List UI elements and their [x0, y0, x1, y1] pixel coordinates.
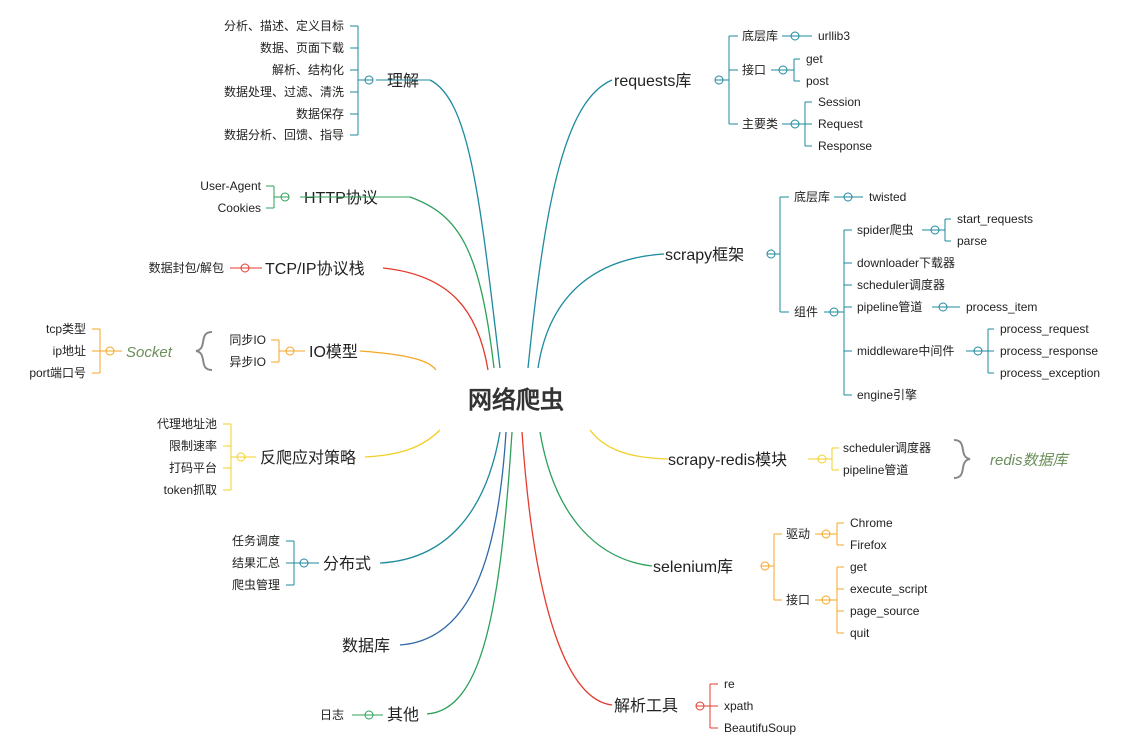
topic-selenium[interactable]: selenium库 — [653, 558, 733, 576]
leaf[interactable]: parse — [957, 234, 987, 248]
topic-redis[interactable]: scrapy-redis模块 — [668, 451, 787, 469]
leaf[interactable]: User-Agent — [200, 179, 261, 193]
group-label[interactable]: 主要类 — [742, 117, 778, 131]
leaf[interactable]: Chrome — [850, 516, 893, 530]
leaf[interactable]: engine引擎 — [857, 387, 917, 402]
leaf[interactable]: Session — [818, 95, 861, 109]
leaf[interactable]: Firefox — [850, 538, 887, 552]
leaf[interactable]: BeautifuSoup — [724, 721, 796, 735]
topic-db[interactable]: 数据库 — [342, 637, 390, 655]
leaf[interactable]: 解析、结构化 — [272, 62, 344, 77]
topic-requests[interactable]: requests库 — [614, 72, 691, 90]
branch-understand — [429, 79, 501, 369]
leaf[interactable]: post — [806, 74, 829, 88]
leaf[interactable]: 数据分析、回馈、指导 — [224, 127, 344, 142]
branch-parse — [521, 431, 613, 706]
center-topic[interactable]: 网络爬虫 — [468, 386, 564, 414]
leaf[interactable]: token抓取 — [164, 483, 217, 497]
leaf[interactable]: twisted — [869, 190, 906, 204]
branch-scrapy — [537, 253, 665, 369]
leaf[interactable]: 数据、页面下载 — [260, 40, 344, 55]
leaf[interactable]: scheduler调度器 — [857, 277, 945, 292]
topic-understand[interactable]: 理解 — [387, 72, 419, 90]
leaf[interactable]: quit — [850, 626, 870, 640]
leaf[interactable]: 数据封包/解包 — [149, 260, 224, 275]
topic-dist[interactable]: 分布式 — [323, 555, 371, 573]
leaf[interactable]: 数据处理、过滤、清洗 — [224, 84, 344, 99]
leaf[interactable]: ip地址 — [53, 344, 86, 358]
topic-parse[interactable]: 解析工具 — [614, 697, 678, 715]
leaf[interactable]: spider爬虫 — [857, 223, 914, 237]
leaf[interactable]: Response — [818, 139, 872, 153]
leaf[interactable]: start_requests — [957, 212, 1033, 226]
leaf[interactable]: process_request — [1000, 322, 1089, 336]
leaf[interactable]: 日志 — [320, 708, 344, 722]
leaf[interactable]: 数据保存 — [296, 106, 344, 121]
branch-io — [359, 350, 437, 371]
leaf[interactable]: get — [850, 560, 867, 574]
leaf[interactable]: 异步IO — [229, 355, 266, 369]
topic-io[interactable]: IO模型 — [309, 343, 358, 361]
brace-note-redis[interactable]: redis数据库 — [990, 452, 1071, 469]
branch-selenium — [539, 431, 653, 567]
leaf[interactable]: xpath — [724, 699, 753, 713]
topic-anti[interactable]: 反爬应对策略 — [260, 448, 356, 467]
branch-other — [426, 431, 513, 715]
leaf[interactable]: 同步IO — [229, 333, 266, 347]
leaf[interactable]: Cookies — [218, 201, 261, 215]
leaf[interactable]: 打码平台 — [169, 460, 217, 475]
leaf[interactable]: port端口号 — [29, 366, 86, 380]
topic-tcp[interactable]: TCP/IP协议栈 — [265, 260, 365, 278]
leaf[interactable]: scheduler调度器 — [843, 440, 931, 455]
leaf[interactable]: process_item — [966, 300, 1037, 314]
leaf[interactable]: tcp类型 — [46, 322, 86, 336]
leaf[interactable]: pipeline管道 — [843, 462, 908, 477]
leaf[interactable]: 爬虫管理 — [232, 577, 280, 592]
group-label[interactable]: 底层库 — [742, 28, 778, 43]
leaf[interactable]: 代理地址池 — [157, 417, 217, 431]
leaf[interactable]: page_source — [850, 604, 920, 618]
brace-icon — [953, 439, 971, 479]
leaf[interactable]: downloader下载器 — [857, 256, 955, 270]
group-label[interactable]: 驱动 — [786, 527, 810, 541]
leaf[interactable]: 任务调度 — [232, 533, 280, 548]
group-label[interactable]: 底层库 — [794, 189, 830, 204]
group-label[interactable]: 接口 — [786, 592, 810, 607]
leaf[interactable]: 结果汇总 — [232, 556, 280, 570]
topic-other[interactable]: 其他 — [387, 706, 419, 724]
group-label[interactable]: 接口 — [742, 62, 766, 77]
group-label[interactable]: 组件 — [794, 305, 818, 319]
leaf[interactable]: 限制速率 — [169, 438, 217, 453]
leaf[interactable]: get — [806, 52, 823, 66]
topic-scrapy[interactable]: scrapy框架 — [665, 246, 744, 264]
brace-note-socket[interactable]: Socket — [126, 344, 173, 361]
leaf[interactable]: re — [724, 677, 735, 691]
brace-icon — [195, 331, 213, 371]
leaf[interactable]: pipeline管道 — [857, 299, 922, 314]
leaf[interactable]: process_exception — [1000, 366, 1100, 380]
branch-requests — [527, 79, 613, 369]
branch-dist — [379, 431, 501, 564]
branch-anti — [364, 429, 441, 458]
topic-http[interactable]: HTTP协议 — [304, 189, 378, 207]
leaf[interactable]: process_response — [1000, 344, 1098, 358]
leaf[interactable]: execute_script — [850, 582, 928, 596]
branch-http — [409, 196, 495, 369]
leaf[interactable]: middleware中间件 — [857, 343, 954, 358]
leaf[interactable]: urllib3 — [818, 29, 850, 43]
leaf[interactable]: 分析、描述、定义目标 — [224, 18, 344, 33]
leaf[interactable]: Request — [818, 117, 863, 131]
branch-redis — [589, 429, 669, 460]
branch-db — [399, 431, 507, 646]
branch-tcp — [382, 267, 489, 371]
